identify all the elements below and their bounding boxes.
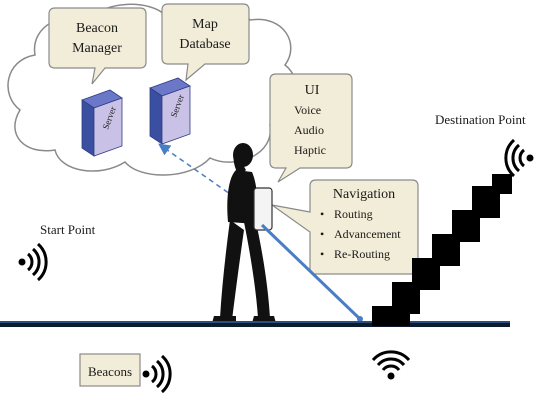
- wifi-signal-icon: [371, 350, 411, 380]
- server-icon: Server: [149, 77, 191, 145]
- wifi-signal-icon: [18, 242, 48, 282]
- ui-item-voice: Voice: [294, 103, 321, 117]
- ui-title: UI: [305, 83, 320, 98]
- bullet-icon: •: [320, 247, 324, 261]
- start-point-label: Start Point: [40, 222, 96, 237]
- beacons-legend: Beacons: [79, 353, 141, 387]
- navigation-item-routing: Routing: [334, 207, 373, 221]
- wifi-signal-icon: [504, 138, 534, 178]
- phone-device: [253, 187, 273, 231]
- map-database-line2: Database: [179, 37, 230, 52]
- ui-callout: UI Voice Audio Haptic: [269, 73, 353, 183]
- person-with-cane-icon: [212, 143, 276, 323]
- beacons-label: Beacons: [88, 364, 132, 379]
- map-database-line1: Map: [192, 17, 218, 32]
- bullet-icon: •: [320, 227, 324, 241]
- navigation-item-rerouting: Re-Routing: [334, 247, 390, 261]
- navigation-item-advancement: Advancement: [334, 227, 401, 241]
- staircase: [372, 174, 512, 326]
- navigation-callout: Navigation • Routing • Advancement • Re-…: [271, 179, 419, 275]
- beacon-manager-line1: Beacon: [76, 21, 118, 36]
- bullet-icon: •: [320, 207, 324, 221]
- destination-point-label: Destination Point: [435, 112, 526, 127]
- floor-line: [0, 321, 510, 327]
- beacon-manager-line2: Manager: [72, 41, 122, 56]
- server-icon: Server: [81, 89, 123, 157]
- map-database-callout: Map Database: [161, 3, 250, 82]
- ui-item-audio: Audio: [294, 123, 324, 137]
- wifi-signal-icon: [142, 354, 172, 394]
- white-cane: [260, 223, 363, 322]
- navigation-title: Navigation: [333, 187, 395, 202]
- beacon-manager-callout: Beacon Manager: [48, 7, 147, 85]
- ui-item-haptic: Haptic: [294, 143, 326, 157]
